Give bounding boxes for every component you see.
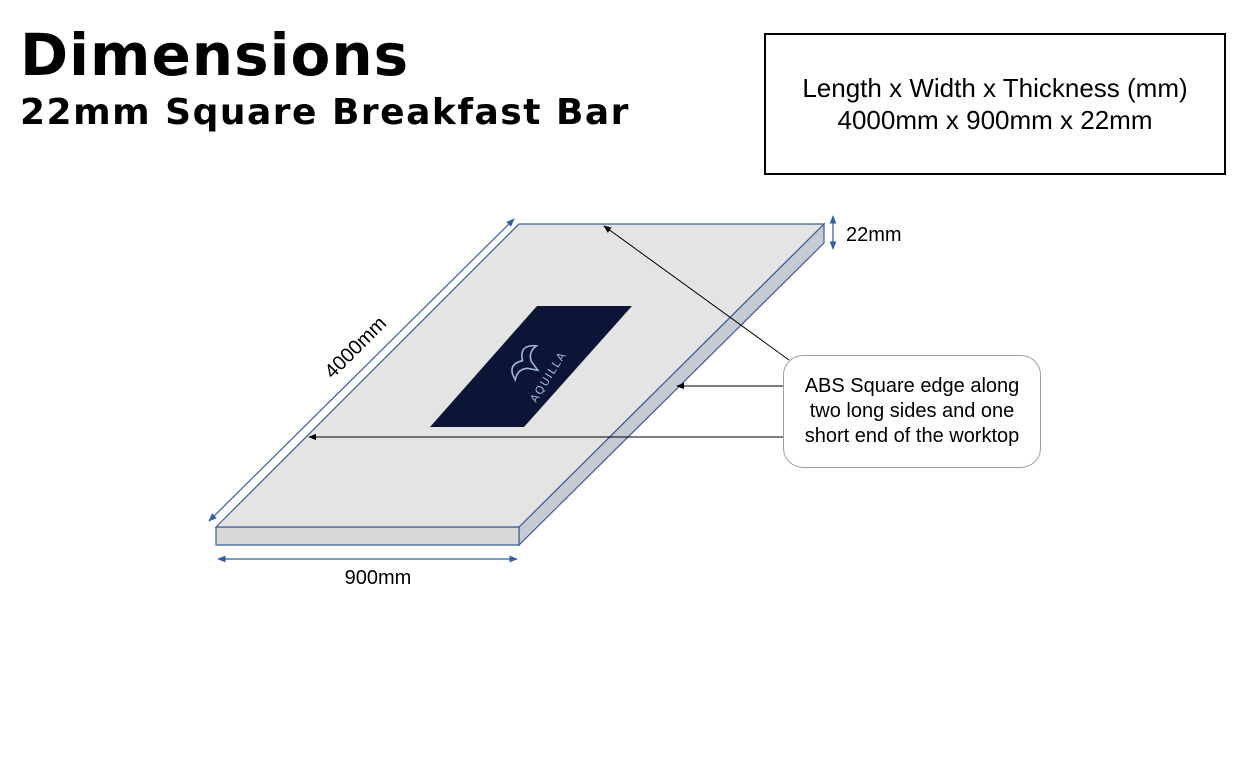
spec-box-heading: Length x Width x Thickness (mm) [802, 73, 1188, 103]
width-dimension-label: 900mm [345, 567, 412, 589]
worktop-front-edge [215, 526, 520, 546]
page-title: Dimensions [20, 21, 410, 89]
callout-arrow-long-side [603, 225, 790, 361]
length-dimension-line [208, 218, 515, 522]
page-subtitle: 22mm Square Breakfast Bar [20, 92, 630, 133]
thickness-dimension-label: 22mm [846, 224, 902, 246]
abs-edge-callout: ABS Square edge along two long sides and… [783, 355, 1041, 468]
spec-box-values: 4000mm x 900mm x 22mm [837, 105, 1153, 135]
callout-text: ABS Square edge along two long sides and… [804, 375, 1020, 447]
spec-box: Length x Width x Thickness (mm) 4000mm x… [764, 33, 1226, 175]
